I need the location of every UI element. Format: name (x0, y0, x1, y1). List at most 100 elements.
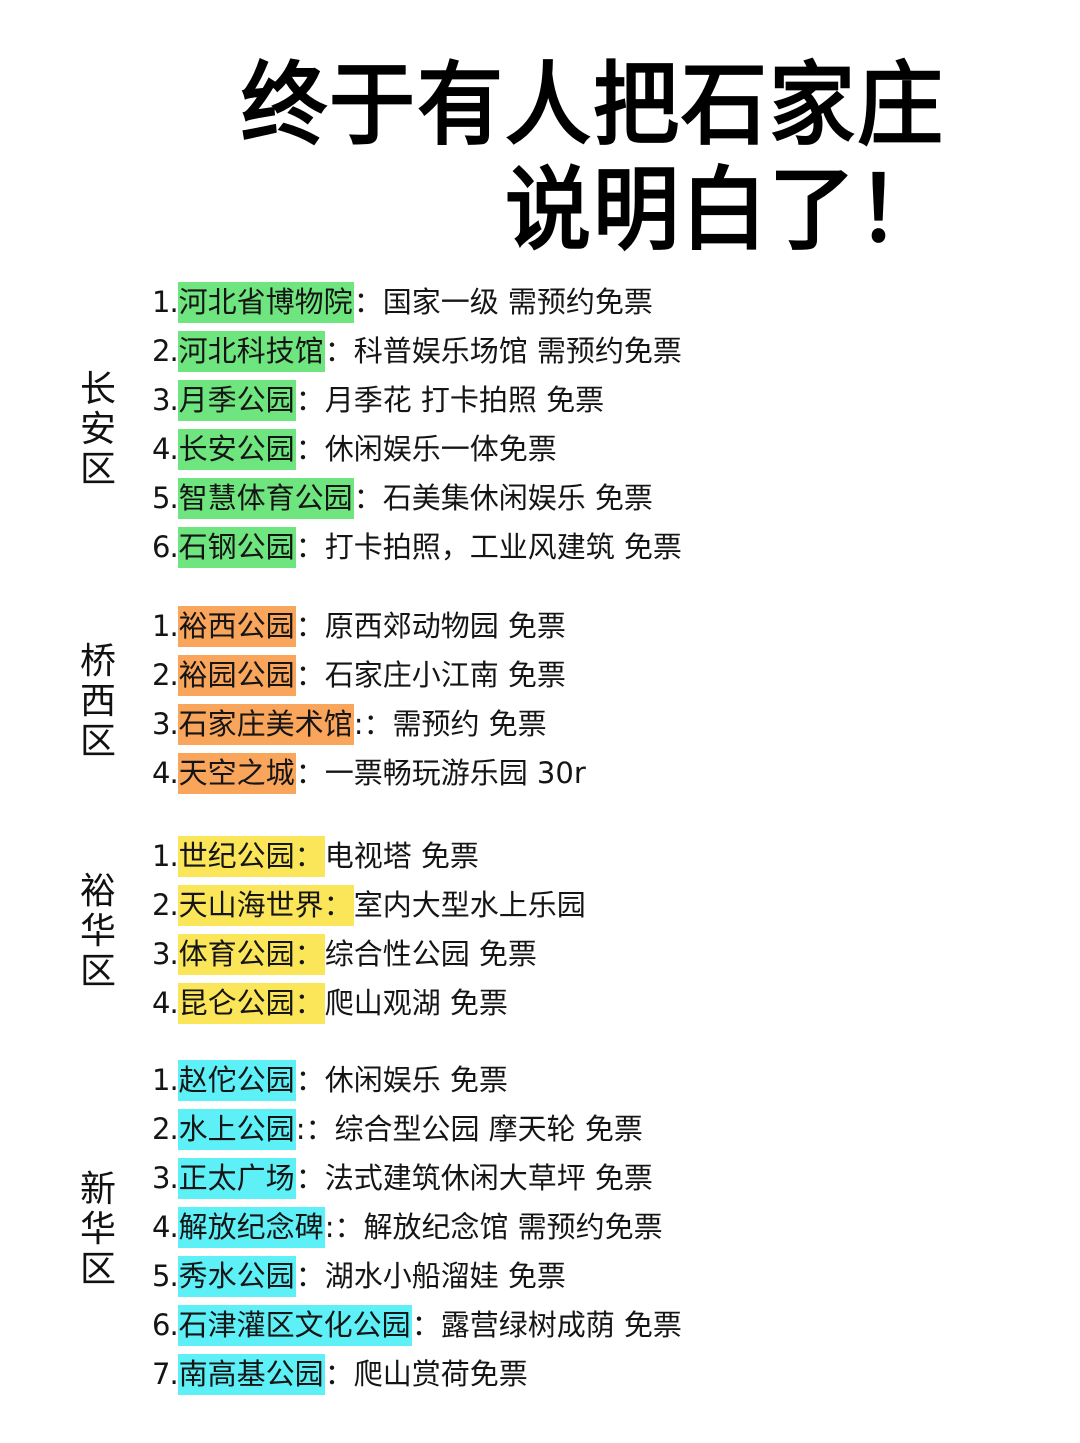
item-number: 1. (152, 839, 179, 873)
attraction-desc: 电视塔 免票 (324, 839, 479, 873)
attraction-list: 1.裕西公园：原西郊动物园 免票 2.裕园公园：石家庄小江南 免票 3.石家庄美… (152, 602, 586, 798)
list-item: 1.裕西公园：原西郊动物园 免票 (152, 602, 586, 651)
attraction-name: 月季公园 (177, 380, 296, 421)
separator: ： (324, 334, 354, 368)
item-number: 2. (152, 888, 179, 922)
district-char: 新 (79, 1169, 116, 1210)
attraction-name: 世纪公园： (177, 836, 325, 877)
attraction-desc: 爬山观湖 免票 (324, 986, 508, 1020)
item-number: 3. (152, 707, 179, 741)
separator: ： (411, 1308, 441, 1342)
attraction-desc: 解放纪念馆 需预约免票 (363, 1210, 663, 1244)
district-char: 裕 (79, 871, 116, 912)
title-line-1: 终于有人把石家庄 (241, 53, 945, 158)
item-number: 1. (152, 609, 179, 643)
district-char: 区 (79, 1249, 116, 1290)
district-label-qiaoxi: 桥 西 区 (78, 642, 118, 762)
item-number: 6. (152, 1308, 179, 1342)
list-item: 3.月季公园：月季花 打卡拍照 免票 (152, 376, 682, 425)
separator: ： (353, 481, 383, 515)
list-item: 2.水上公园:：综合型公园 摩天轮 免票 (152, 1105, 682, 1154)
district-char: 安 (79, 409, 116, 450)
item-number: 1. (152, 1063, 179, 1097)
district-char: 西 (79, 681, 116, 722)
item-number: 2. (152, 1112, 179, 1146)
attraction-name: 天山海世界： (177, 885, 354, 926)
item-number: 4. (152, 432, 179, 466)
separator: ： (295, 1161, 325, 1195)
separator: ： (295, 609, 325, 643)
attraction-desc: 露营绿树成荫 免票 (440, 1308, 682, 1342)
separator: ： (324, 1357, 354, 1391)
item-number: 5. (152, 1259, 179, 1293)
separator: ： (295, 1063, 325, 1097)
list-item: 2.河北科技馆：科普娱乐场馆 需预约免票 (152, 327, 682, 376)
attraction-desc: 需预约 免票 (392, 707, 547, 741)
list-item: 4.长安公园：休闲娱乐一体免票 (152, 425, 682, 474)
attraction-name: 水上公园 (177, 1109, 296, 1150)
list-item: 5.智慧体育公园：石美集休闲娱乐 免票 (152, 474, 682, 523)
item-number: 3. (152, 1161, 179, 1195)
district-label-yuhua: 裕 华 区 (78, 872, 118, 992)
list-item: 6.石津灌区文化公园：露营绿树成荫 免票 (152, 1301, 682, 1350)
district-char: 长 (79, 369, 116, 410)
separator: :： (295, 1112, 335, 1146)
attraction-name: 河北科技馆 (177, 331, 325, 372)
separator: ： (353, 285, 383, 319)
title-line-2: 说明白了！ (505, 158, 945, 263)
separator: ： (295, 756, 325, 790)
attraction-desc: 综合型公园 摩天轮 免票 (334, 1112, 643, 1146)
attraction-name: 昆仑公园： (177, 983, 325, 1024)
list-item: 1.河北省博物院：国家一级 需预约免票 (152, 278, 682, 327)
list-item: 4.解放纪念碑:：解放纪念馆 需预约免票 (152, 1203, 682, 1252)
attraction-desc: 综合性公园 免票 (324, 937, 537, 971)
attraction-name: 秀水公园 (177, 1256, 296, 1297)
item-number: 3. (152, 937, 179, 971)
list-item: 5.秀水公园：湖水小船溜娃 免票 (152, 1252, 682, 1301)
item-number: 2. (152, 658, 179, 692)
attraction-name: 智慧体育公园 (177, 478, 354, 519)
attraction-desc: 科普娱乐场馆 需预约免票 (353, 334, 682, 368)
district-char: 华 (79, 911, 116, 952)
attraction-name: 裕园公园 (177, 655, 296, 696)
attraction-desc: 石美集休闲娱乐 免票 (382, 481, 653, 515)
district-char: 桥 (79, 641, 116, 682)
attraction-desc: 休闲娱乐一体免票 (324, 432, 557, 466)
item-number: 4. (152, 986, 179, 1020)
list-item: 3.石家庄美术馆:：需预约 免票 (152, 700, 586, 749)
attraction-name: 石津灌区文化公园 (177, 1305, 412, 1346)
list-item: 7.南高基公园：爬山赏荷免票 (152, 1350, 682, 1399)
separator: :： (353, 707, 393, 741)
list-item: 1.赵佗公园：休闲娱乐 免票 (152, 1056, 682, 1105)
page-title: 终于有人把石家庄 说明白了！ (241, 53, 945, 263)
district-char: 华 (79, 1209, 116, 1250)
district-char: 区 (79, 721, 116, 762)
separator: ： (295, 1259, 325, 1293)
item-number: 1. (152, 285, 179, 319)
item-number: 4. (152, 1210, 179, 1244)
district-label-xinhua: 新 华 区 (78, 1170, 118, 1290)
attraction-name: 天空之城 (177, 753, 296, 794)
attraction-name: 裕西公园 (177, 606, 296, 647)
list-item: 4.昆仑公园：爬山观湖 免票 (152, 979, 586, 1028)
district-char: 区 (79, 449, 116, 490)
separator: :： (324, 1210, 364, 1244)
attraction-desc: 休闲娱乐 免票 (324, 1063, 508, 1097)
attraction-desc: 原西郊动物园 免票 (324, 609, 566, 643)
list-item: 1.世纪公园：电视塔 免票 (152, 832, 586, 881)
separator: ： (295, 432, 325, 466)
attraction-desc: 石家庄小江南 免票 (324, 658, 566, 692)
attraction-name: 南高基公园 (177, 1354, 325, 1395)
attraction-list: 1.赵佗公园：休闲娱乐 免票 2.水上公园:：综合型公园 摩天轮 免票 3.正太… (152, 1056, 682, 1399)
attraction-desc: 法式建筑休闲大草坪 免票 (324, 1161, 653, 1195)
attraction-desc: 打卡拍照，工业风建筑 免票 (324, 530, 682, 564)
item-number: 5. (152, 481, 179, 515)
separator: ： (295, 530, 325, 564)
attraction-list: 1.河北省博物院：国家一级 需预约免票 2.河北科技馆：科普娱乐场馆 需预约免票… (152, 278, 682, 572)
attraction-name: 正太广场 (177, 1158, 296, 1199)
list-item: 3.正太广场：法式建筑休闲大草坪 免票 (152, 1154, 682, 1203)
attraction-desc: 国家一级 需预约免票 (382, 285, 653, 319)
separator: ： (295, 658, 325, 692)
list-item: 3.体育公园：综合性公园 免票 (152, 930, 586, 979)
separator: ： (295, 383, 325, 417)
